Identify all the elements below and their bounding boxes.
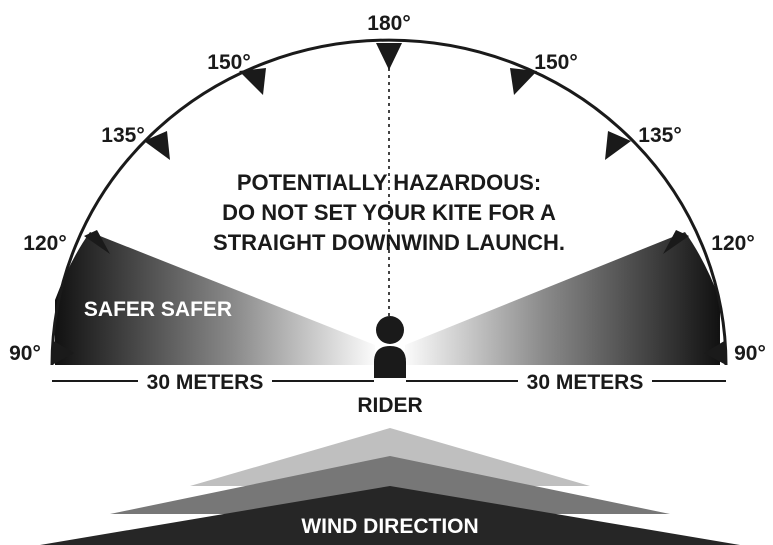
wind-direction-label: WIND DIRECTION xyxy=(301,515,478,538)
safe-zone-left xyxy=(55,232,375,365)
angle-180-label: 180° xyxy=(367,12,410,35)
marker-150-right-icon xyxy=(510,68,537,95)
marker-180-icon xyxy=(376,43,402,70)
wind-arrow-medium xyxy=(110,456,670,514)
rider-label: RIDER xyxy=(357,394,422,417)
marker-90-left-icon xyxy=(52,340,74,365)
distance-label-right: 30 METERS xyxy=(527,371,644,394)
distance-label-left: 30 METERS xyxy=(147,371,264,394)
marker-90-right-icon xyxy=(704,340,726,365)
warning-line-1: POTENTIALLY HAZARDOUS: xyxy=(237,170,541,195)
marker-135-right-icon xyxy=(605,131,631,160)
wind-window-arc xyxy=(50,38,728,366)
wind-arrow-dark xyxy=(40,486,740,545)
marker-135-left-icon xyxy=(144,131,170,160)
angle-90-right-label: 90° xyxy=(734,342,766,365)
angle-135-left-label: 135° xyxy=(101,124,144,147)
safer-label: SAFER SAFER xyxy=(84,298,232,321)
safe-zone-right xyxy=(405,232,720,365)
marker-120-left-icon xyxy=(84,230,110,254)
rider-body-icon xyxy=(374,346,406,378)
angle-150-right-label: 150° xyxy=(534,51,577,74)
angle-135-right-label: 135° xyxy=(638,124,681,147)
angle-150-left-label: 150° xyxy=(207,51,250,74)
angle-120-right-label: 120° xyxy=(711,232,754,255)
angle-120-left-label: 120° xyxy=(23,232,66,255)
warning-line-2: DO NOT SET YOUR KITE FOR A xyxy=(222,200,556,225)
marker-150-left-icon xyxy=(239,68,266,95)
angle-90-left-label: 90° xyxy=(9,342,41,365)
rider-head-icon xyxy=(376,316,404,344)
marker-120-right-icon xyxy=(663,230,689,254)
warning-line-3: STRAIGHT DOWNWIND LAUNCH. xyxy=(213,230,565,255)
